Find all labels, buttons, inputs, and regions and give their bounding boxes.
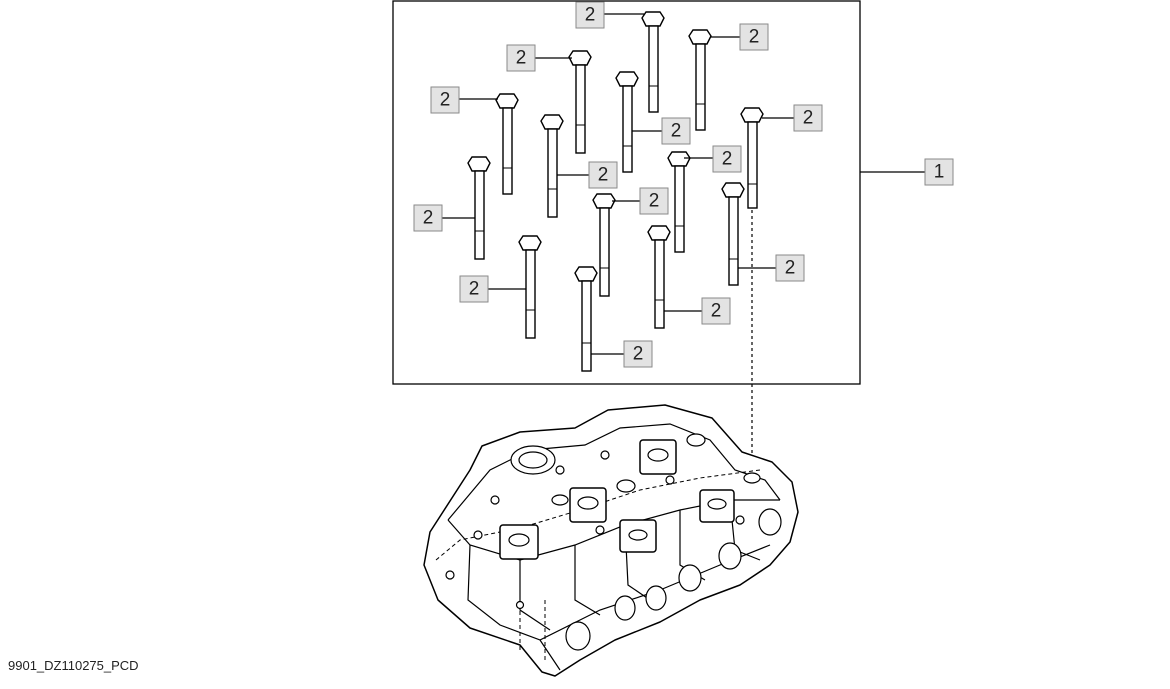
head-bolt[interactable] [574, 266, 598, 372]
head-bolt[interactable] [688, 29, 712, 131]
head-bolt[interactable] [518, 235, 542, 339]
callout-bolt-label: 2 [585, 5, 596, 26]
head-bolt[interactable] [615, 71, 639, 173]
bolt-callouts-group: 2 2 2 2 2 2 2 2 2 2 2 2 2 2 [413, 1, 823, 368]
callout-assembly[interactable]: 1 [924, 158, 954, 186]
callout-bolt-label: 2 [516, 48, 527, 69]
cylinder-head-illustration[interactable] [423, 404, 799, 677]
callout-bolt[interactable]: 2 [639, 187, 669, 215]
head-bolt[interactable] [568, 50, 592, 154]
callout-bolt[interactable]: 2 [775, 254, 805, 282]
callout-bolt[interactable]: 2 [506, 44, 536, 72]
callout-bolt[interactable]: 2 [459, 275, 489, 303]
image-id-caption: 9901_DZ110275_PCD [8, 658, 139, 673]
head-bolts-group [467, 11, 764, 372]
callout-bolt-label: 2 [633, 344, 644, 365]
head-bolt[interactable] [740, 107, 764, 209]
callout-bolt[interactable]: 2 [712, 145, 742, 173]
head-bolt[interactable] [647, 225, 671, 329]
head-bolt[interactable] [467, 156, 491, 260]
head-bolt[interactable] [592, 193, 616, 297]
callout-bolt[interactable]: 2 [413, 204, 443, 232]
callout-bolt-label: 2 [598, 165, 609, 186]
callout-bolt-label: 2 [423, 208, 434, 229]
callout-bolt-label: 2 [785, 258, 796, 279]
callout-bolt[interactable]: 2 [588, 161, 618, 189]
callout-bolt-label: 2 [469, 279, 480, 300]
callout-bolt-label: 2 [671, 121, 682, 142]
head-bolt[interactable] [540, 114, 564, 218]
callout-bolt[interactable]: 2 [701, 297, 731, 325]
callout-bolt[interactable]: 2 [430, 86, 460, 114]
head-bolt[interactable] [721, 182, 745, 286]
callout-bolt[interactable]: 2 [793, 104, 823, 132]
callout-bolt-label: 2 [711, 301, 722, 322]
callout-bolt-label: 2 [649, 191, 660, 212]
callout-bolt-label: 2 [749, 27, 760, 48]
callout-bolt-label: 2 [803, 108, 814, 129]
head-bolt[interactable] [495, 93, 519, 195]
callout-bolt-label: 2 [722, 149, 733, 170]
callout-bolt-label: 2 [440, 90, 451, 111]
callout-bolt[interactable]: 2 [739, 23, 769, 51]
head-bolt[interactable] [641, 11, 665, 113]
callout-bolt[interactable]: 2 [575, 1, 605, 29]
callout-assembly-label: 1 [934, 162, 945, 183]
bolt-kit-frame [392, 0, 861, 385]
head-bolt[interactable] [667, 151, 691, 253]
callout-bolt[interactable]: 2 [661, 117, 691, 145]
callout-bolt[interactable]: 2 [623, 340, 653, 368]
